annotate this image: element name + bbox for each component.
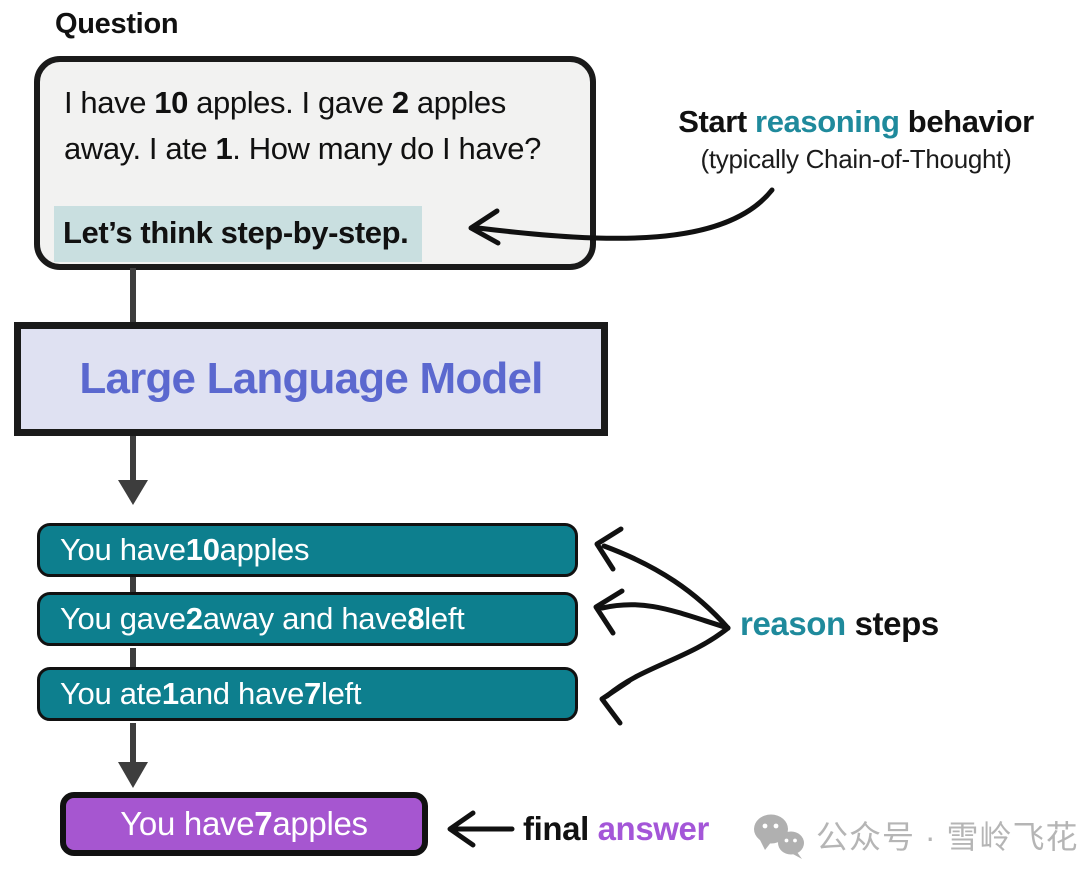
reason-step-box-3: You ate 1 and have 7 left bbox=[37, 667, 578, 721]
wechat-icon bbox=[754, 814, 804, 859]
question-text: I have 10 apples. I gave 2 apples away. … bbox=[64, 85, 541, 166]
arrow-fan-to-step-3 bbox=[599, 625, 731, 726]
watermark: 公众号 · 雪岭飞花 bbox=[750, 810, 1078, 860]
start-reasoning-annotation: Start reasoning behavior (typically Chai… bbox=[636, 104, 1076, 175]
arrow-fan-to-step-1 bbox=[594, 526, 731, 631]
start-reasoning-subtitle: (typically Chain-of-Thought) bbox=[700, 144, 1012, 174]
start-reasoning-title: Start reasoning behavior bbox=[678, 104, 1034, 139]
llm-box: Large Language Model bbox=[14, 322, 608, 436]
question-label: Question bbox=[55, 8, 179, 40]
flow-arrow-llm-to-steps bbox=[118, 436, 148, 505]
flow-arrow-steps-to-final bbox=[118, 723, 148, 788]
watermark-text: 公众号 · 雪岭飞花 bbox=[816, 819, 1079, 855]
cot-trigger-highlight: Let’s think step-by-step. bbox=[54, 206, 423, 262]
question-box: I have 10 apples. I gave 2 apples away. … bbox=[34, 56, 596, 270]
final-answer-box: You have 7 apples bbox=[60, 792, 428, 856]
reason-step-box-2: You gave 2 away and have 8 left bbox=[37, 592, 578, 646]
arrow-final-answer bbox=[447, 810, 515, 848]
final-answer-annotation: final answer bbox=[523, 810, 709, 847]
reason-step-box-1: You have 10 apples bbox=[37, 523, 578, 577]
llm-label: Large Language Model bbox=[79, 354, 543, 403]
arrow-fan-to-step-2 bbox=[593, 588, 731, 636]
reason-steps-annotation: reason steps bbox=[740, 605, 939, 642]
